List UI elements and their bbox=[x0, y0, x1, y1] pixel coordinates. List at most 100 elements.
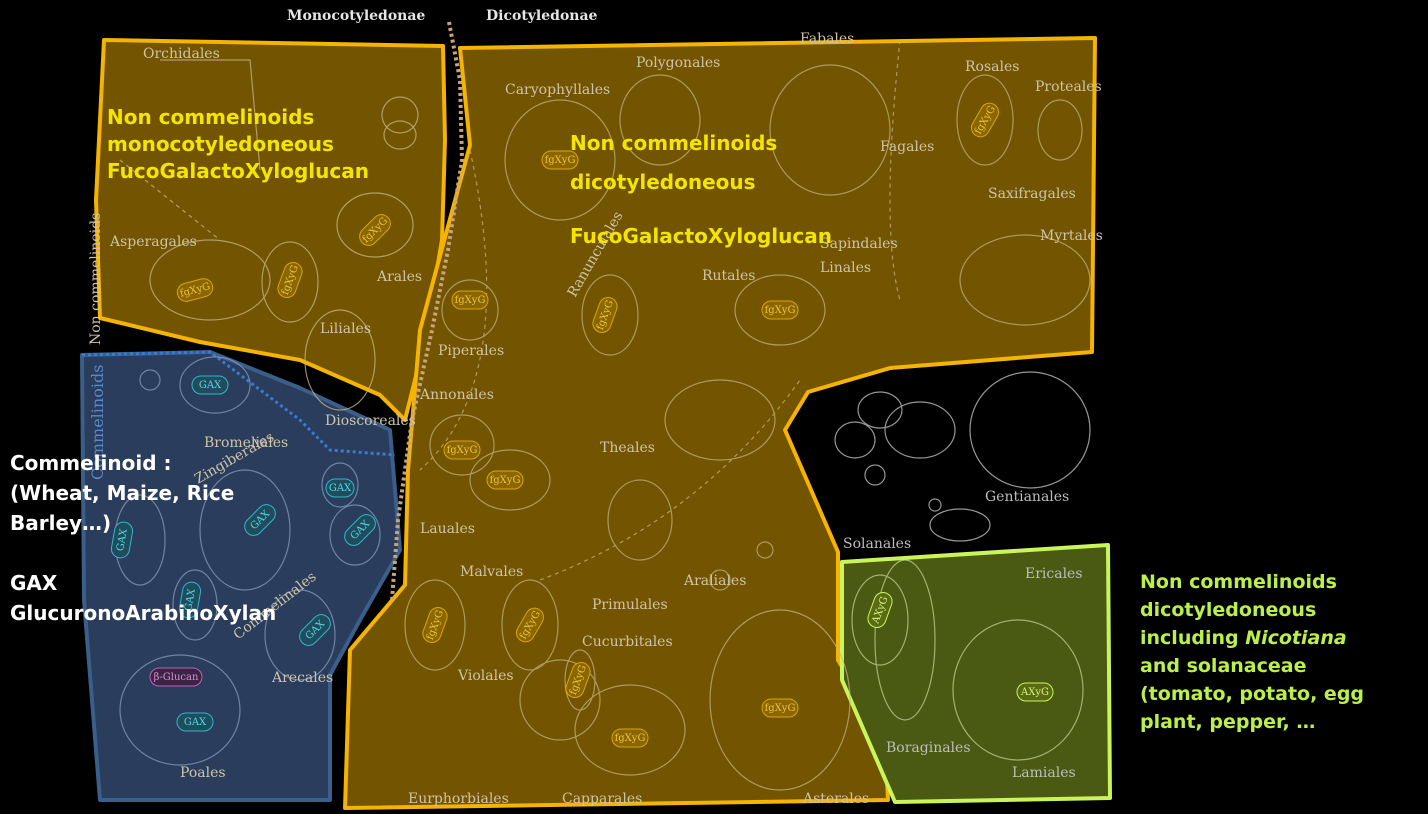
annotation-solanaceae-line: including Nicotiana bbox=[1140, 624, 1364, 652]
fgxyg-badge: fgXyG bbox=[451, 290, 489, 310]
label-arales: Arales bbox=[376, 269, 422, 285]
fgxyg-badge: fgXyG bbox=[176, 278, 214, 302]
monocot-order-shapes bbox=[119, 59, 419, 411]
region-monocot-non-commelinoid bbox=[94, 38, 447, 422]
fgxyg-badges: fgXyG fgXyG fgXyG fgXyG fgXyG fgXyG fgXy… bbox=[176, 102, 999, 748]
svg-text:fgXyG: fgXyG bbox=[490, 475, 521, 486]
label-caryophyllales: Caryophyllales bbox=[505, 82, 610, 98]
label-asperagales: Asperagales bbox=[109, 234, 197, 250]
svg-text:GAX: GAX bbox=[115, 527, 130, 552]
label-capparales: Capparales bbox=[562, 791, 642, 807]
label-lauales: Lauales bbox=[420, 521, 475, 537]
svg-text:AXyG: AXyG bbox=[1020, 687, 1049, 698]
annotation-dicot-line: dicotyledoneous bbox=[570, 170, 756, 194]
label-ericales: Ericales bbox=[1025, 566, 1083, 582]
label-primulales: Primulales bbox=[592, 597, 668, 613]
annotation-monocot: Non commelinoids monocotyledoneous FucoG… bbox=[107, 104, 369, 185]
fgxyg-badge: fgXyG bbox=[565, 662, 591, 698]
label-fabales: Fabales bbox=[800, 31, 854, 47]
label-saxifragales: Saxifragales bbox=[988, 186, 1076, 202]
label-liliales: Liliales bbox=[320, 321, 371, 337]
gax-badge: GAX bbox=[178, 581, 202, 619]
mono-dico-divider bbox=[390, 21, 465, 601]
fgxyg-badge: fgXyG bbox=[486, 470, 524, 490]
annotation-commelinoid-line: GAX bbox=[10, 571, 58, 595]
annotation-commelinoid-line: Barley…) bbox=[10, 511, 112, 535]
gax-badges: GAX GAX GAX GAX GAX GAX GAX GAX bbox=[110, 375, 376, 732]
label-rutales: Rutales bbox=[702, 268, 755, 284]
svg-text:fgXyG: fgXyG bbox=[765, 305, 796, 316]
svg-text:GAX: GAX bbox=[183, 587, 198, 612]
svg-text:fgXyG: fgXyG bbox=[545, 155, 576, 166]
label-linales: Linales bbox=[820, 260, 871, 276]
svg-text:fgXyG: fgXyG bbox=[765, 703, 796, 714]
label-sapindales: Sapindales bbox=[820, 236, 898, 252]
label-araliales: Araliales bbox=[683, 573, 746, 589]
fgxyg-badge: fgXyG bbox=[422, 607, 448, 643]
annotation-solanaceae: Non commelinoids dicotyledoneous includi… bbox=[1140, 568, 1364, 736]
dicot-order-shapes bbox=[404, 39, 1091, 791]
label-fagales: Fagales bbox=[880, 139, 934, 155]
label-myrtales: Myrtales bbox=[1040, 228, 1103, 244]
annotation-commelinoid: Commelinoid : (Wheat, Maize, Rice Barley… bbox=[10, 448, 276, 628]
label-euphorbiales: Eurphorbiales bbox=[408, 791, 509, 807]
svg-text:fgXyG: fgXyG bbox=[455, 295, 486, 306]
commelinoid-dotted-boundary bbox=[81, 350, 396, 457]
label-boraginales: Boraginales bbox=[886, 740, 971, 756]
label-polygonales: Polygonales bbox=[636, 55, 720, 71]
header-dicotyledonae: Dicotyledonae bbox=[486, 8, 598, 24]
annotation-commelinoid-line: GlucuronoArabinoXylan bbox=[10, 601, 277, 625]
label-cucurbitales: Cucurbitales bbox=[582, 634, 673, 650]
label-arecales: Arecales bbox=[271, 670, 333, 686]
fgxyg-badge: fgXyG bbox=[761, 698, 799, 718]
label-bromeliales: Bromeliales bbox=[204, 435, 288, 451]
label-violales: Violales bbox=[457, 668, 514, 684]
label-gentianales: Gentianales bbox=[985, 489, 1069, 505]
annotation-solanaceae-line: and solanaceae bbox=[1140, 655, 1307, 677]
fgxyg-badge: fgXyG bbox=[277, 262, 303, 298]
gax-badge: GAX bbox=[176, 712, 214, 732]
label-piperales: Piperales bbox=[438, 343, 504, 359]
annotation-solanaceae-prefix: including bbox=[1140, 627, 1246, 649]
annotation-solanaceae-line: (tomato, potato, egg bbox=[1140, 683, 1365, 705]
svg-text:fgXyG: fgXyG bbox=[447, 445, 478, 456]
annotation-commelinoid-line: Commelinoid : bbox=[10, 451, 172, 475]
label-rosales: Rosales bbox=[965, 59, 1019, 75]
axyg-badges: AXyG AXyG bbox=[867, 592, 1054, 702]
fgxyg-badge: fgXyG bbox=[541, 150, 579, 170]
svg-text:GAX: GAX bbox=[184, 717, 207, 728]
annotation-dicot-line bbox=[570, 202, 832, 214]
label-orchidales: Orchidales bbox=[143, 46, 220, 62]
region-solanaceae bbox=[840, 543, 1112, 804]
side-label-non-commelinoids: Non commelinoids bbox=[88, 213, 104, 345]
label-solanales: Solanales bbox=[843, 536, 911, 552]
gax-badge: GAX bbox=[325, 478, 355, 498]
side-label-commelinoids: Commelinoids bbox=[88, 365, 107, 480]
annotation-nicotiana: Nicotiana bbox=[1245, 627, 1347, 649]
gax-badge: GAX bbox=[110, 521, 134, 559]
annotation-commelinoid-line: (Wheat, Maize, Rice bbox=[10, 481, 235, 505]
svg-text:GAX: GAX bbox=[329, 483, 352, 494]
label-malvales: Malvales bbox=[460, 564, 523, 580]
annotation-dicot-line: FucoGalactoXyloglucan bbox=[570, 224, 832, 248]
label-theales: Theales bbox=[600, 440, 655, 456]
annotation-monocot-line: FucoGalactoXyloglucan bbox=[107, 159, 369, 183]
header-monocotyledonae: Monocotyledonae bbox=[287, 8, 426, 24]
annotation-dicot-line: Non commelinoids bbox=[570, 131, 778, 155]
annotation-monocot-line: monocotyledoneous bbox=[107, 132, 334, 156]
commelinoid-shapes bbox=[114, 356, 381, 766]
label-proteales: Proteales bbox=[1035, 79, 1102, 95]
label-lamiales: Lamiales bbox=[1012, 765, 1076, 781]
label-annonales: Annonales bbox=[419, 387, 494, 403]
label-poales: Poales bbox=[180, 765, 226, 781]
fgxyg-badge: fgXyG bbox=[761, 300, 799, 320]
annotation-solanaceae-line: plant, pepper, … bbox=[1140, 711, 1316, 733]
svg-text:fgXyG: fgXyG bbox=[615, 733, 646, 744]
gax-badge: GAX bbox=[191, 375, 229, 395]
label-dioscoreales: Dioscoreales bbox=[325, 413, 416, 429]
region-commelinoid bbox=[80, 350, 402, 802]
axyg-badge: AXyG bbox=[867, 592, 893, 628]
beta-glucan-badge: β-Glucan bbox=[149, 667, 203, 687]
